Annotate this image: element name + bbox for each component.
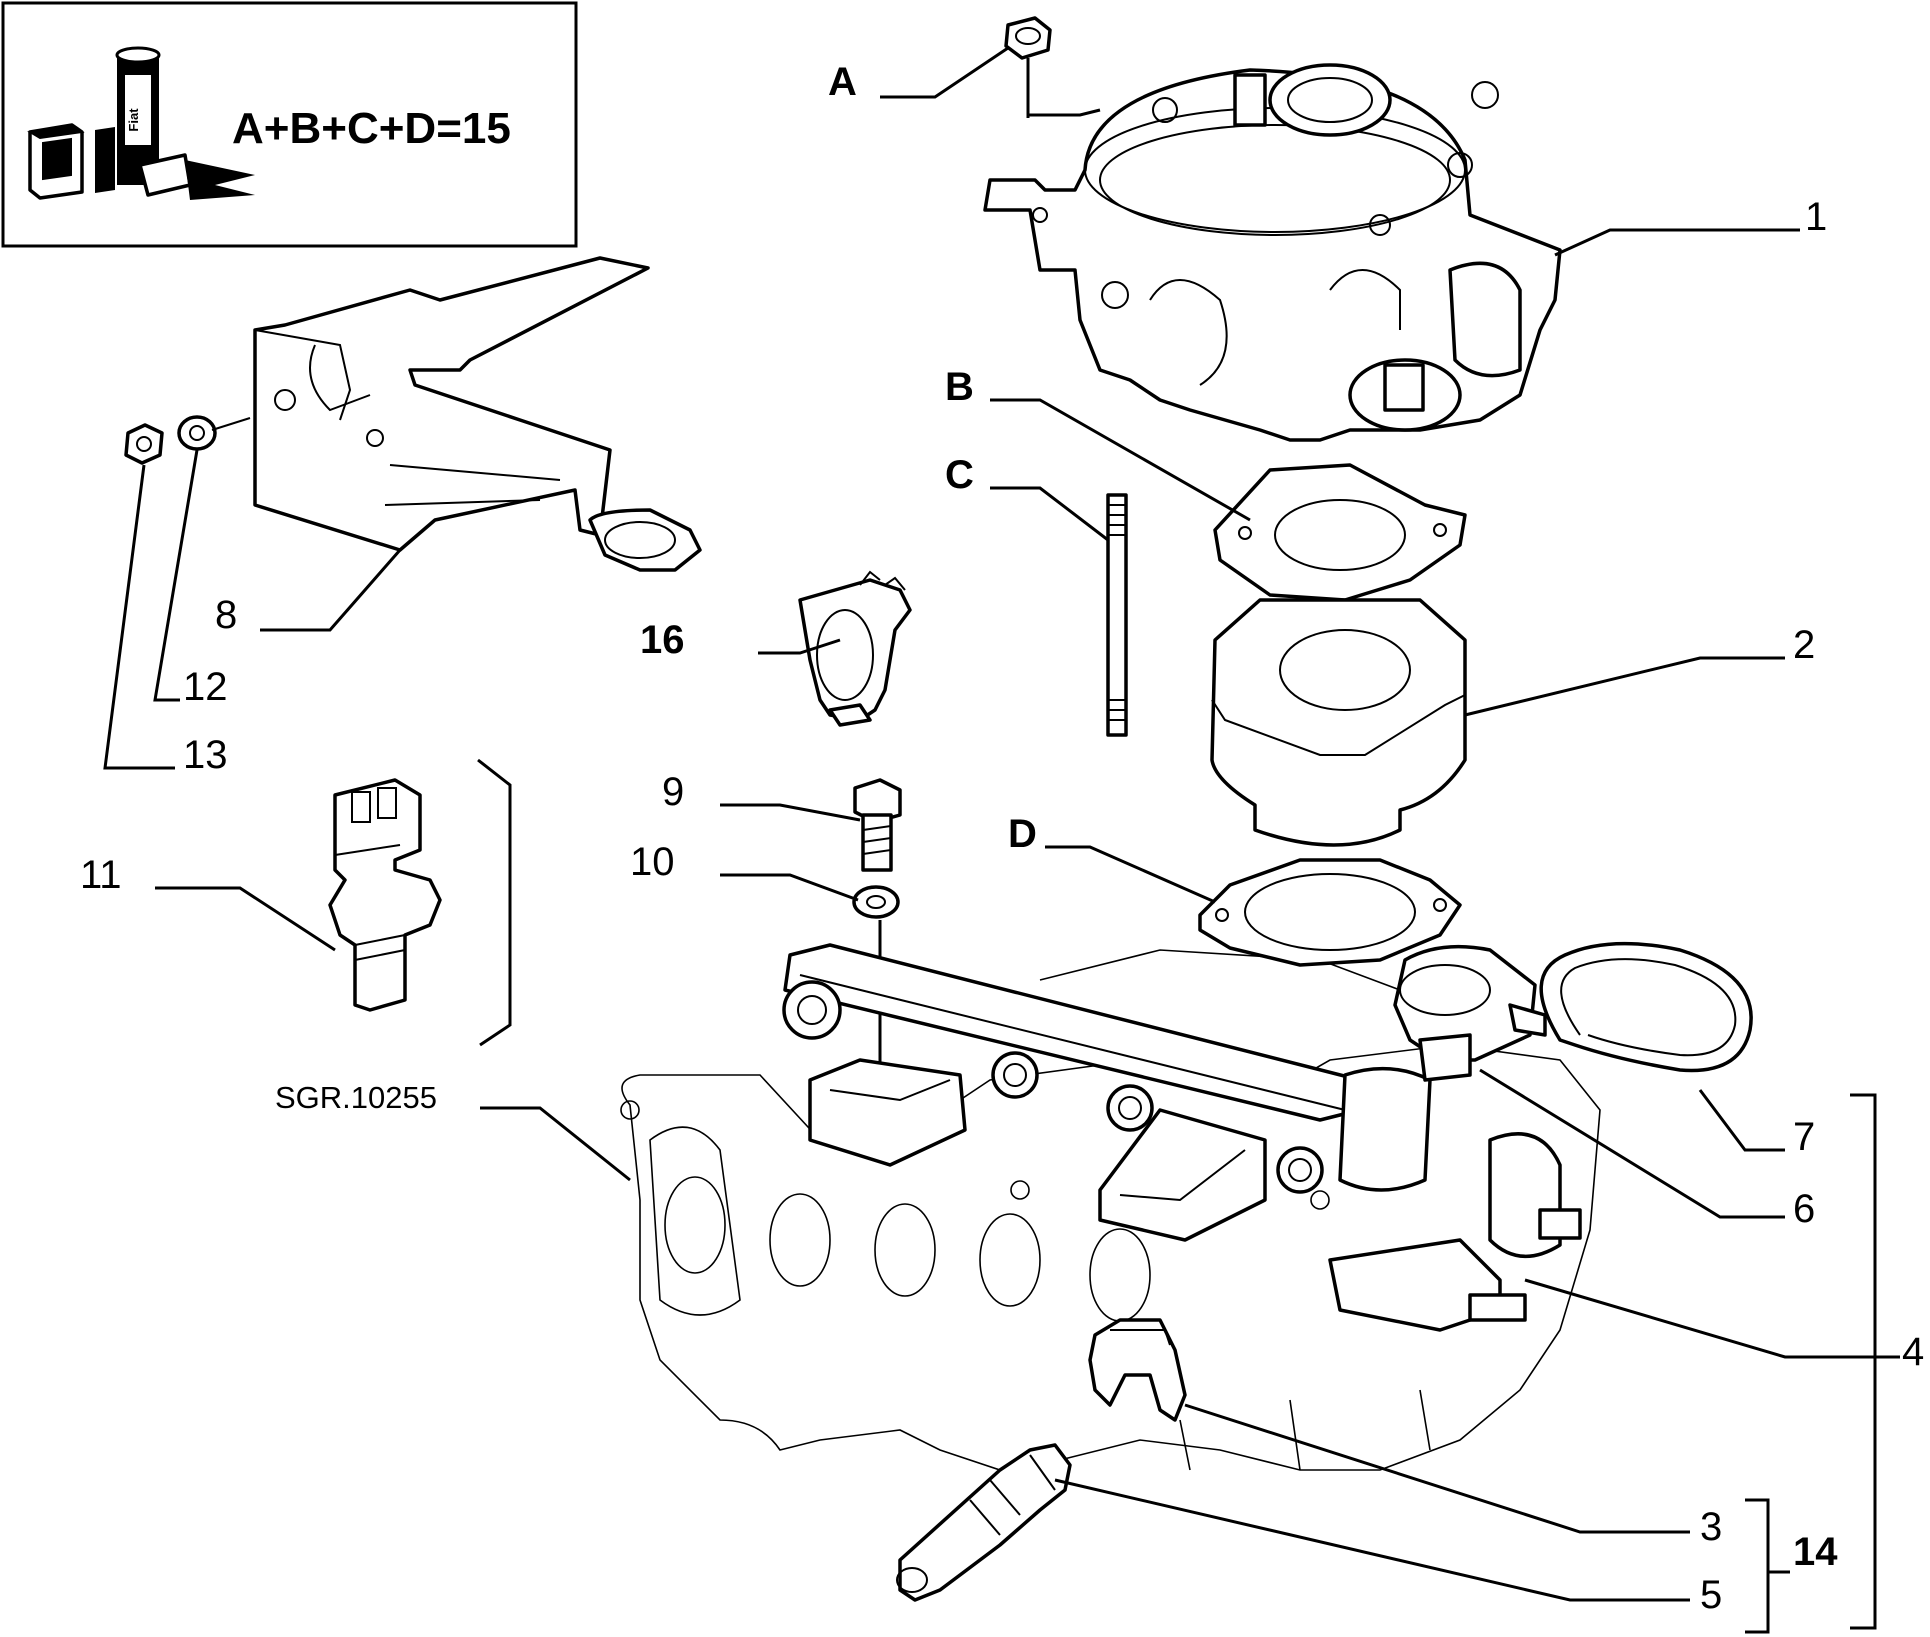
leader-4 [1524, 1278, 1900, 1359]
gasket-part-b [1213, 463, 1467, 602]
callout-labels: A B C D 1 2 3 4 5 6 7 8 9 10 11 12 13 14… [80, 60, 1924, 1617]
drawing-reference: SGR.10255 [275, 1080, 437, 1115]
leader-16 [758, 638, 841, 655]
callout-a: A [828, 60, 857, 104]
callout-8: 8 [215, 593, 237, 637]
callout-14: 14 [1793, 1530, 1838, 1574]
stud-part-c [1106, 493, 1128, 737]
leader-11 [155, 886, 336, 952]
leader-13 [103, 464, 175, 770]
spacer-part [1210, 598, 1467, 847]
can-brand-text: Fiat [126, 108, 141, 132]
callout-2: 2 [1793, 623, 1815, 667]
vacuum-hose-part [1539, 941, 1753, 1073]
leader-12 [153, 449, 199, 702]
callout-c: C [945, 453, 974, 497]
callout-10: 10 [630, 840, 675, 884]
callout-9: 9 [662, 770, 684, 814]
callout-16: 16 [640, 618, 685, 662]
callout-4: 4 [1902, 1330, 1924, 1374]
leader-5 [1054, 1478, 1690, 1602]
callout-7: 7 [1793, 1115, 1815, 1159]
leader-2 [1464, 656, 1785, 717]
nut-part-a [1004, 16, 1101, 118]
pressure-regulator-part [1393, 944, 1547, 1082]
callout-6: 6 [1793, 1187, 1815, 1231]
intake-manifold-outline [620, 949, 1601, 1471]
sealant-formula: A+B+C+D=15 [232, 104, 511, 153]
bolt-part-9 [853, 778, 902, 872]
leader-7 [1698, 1089, 1785, 1152]
sealant-inset: Fiat A+B+C+D=15 [1, 1, 578, 248]
leader-b [990, 398, 1251, 522]
callout-11: 11 [80, 853, 122, 897]
callout-12: 12 [183, 665, 228, 709]
injector-clip-part [1088, 1318, 1187, 1422]
temperature-sensor-part [328, 758, 512, 1047]
bracket-part [124, 256, 702, 572]
leader-3 [1184, 1403, 1690, 1534]
leader-d [1045, 845, 1216, 904]
fuel-rail-part [782, 943, 1582, 1332]
leader-1 [1554, 228, 1800, 257]
callout-d: D [1008, 812, 1037, 856]
callout-3: 3 [1700, 1505, 1722, 1549]
throttle-body-part [983, 63, 1562, 442]
bracket-14 [1745, 1498, 1770, 1634]
leader-9 [720, 803, 861, 822]
callout-1: 1 [1805, 195, 1827, 239]
leader-ref [480, 1106, 631, 1182]
leader-6 [1479, 1068, 1785, 1219]
fuel-injector-part [896, 1443, 1072, 1602]
sealant-kit-icon: Fiat [27, 46, 255, 200]
callout-b: B [945, 365, 974, 409]
leader-10 [720, 873, 859, 902]
leader-c [990, 486, 1109, 542]
leader-a [880, 46, 1009, 99]
leader-lines [103, 46, 1900, 1634]
bracket-4 [1850, 1093, 1877, 1630]
callout-5: 5 [1700, 1573, 1722, 1617]
leader-8 [260, 549, 402, 632]
gasket-part-d [1198, 858, 1462, 967]
callout-13: 13 [183, 733, 228, 777]
clip-part-16 [798, 570, 912, 727]
